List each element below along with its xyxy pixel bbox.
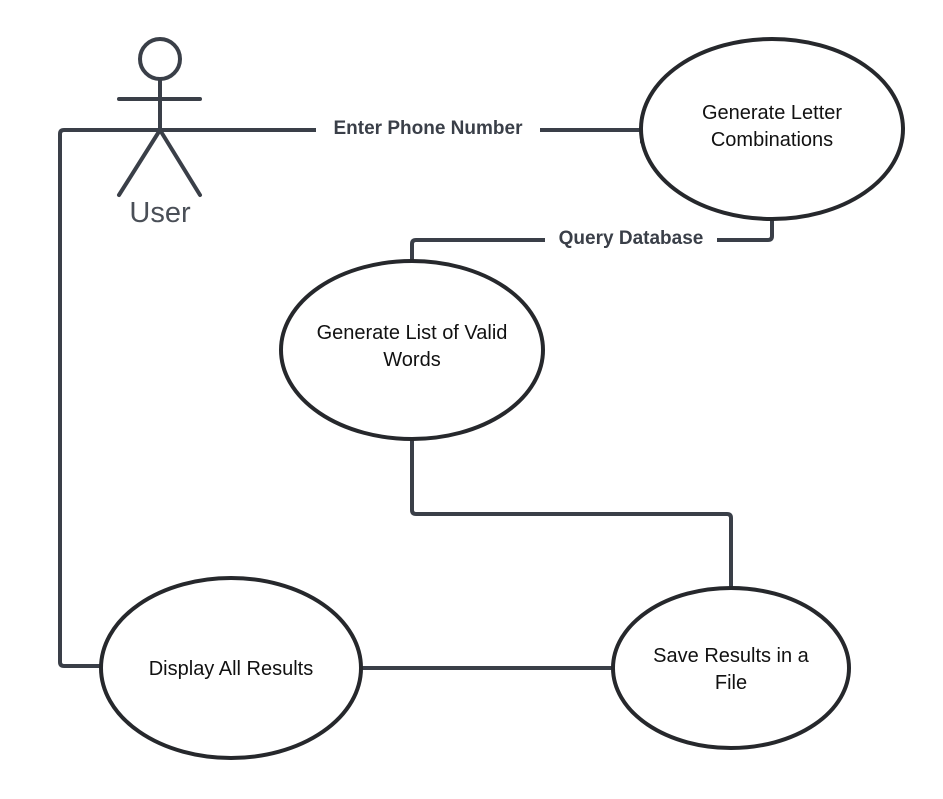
edge-labels: Enter Phone Number Query Database (316, 114, 717, 254)
use-case-label: Combinations (711, 129, 833, 151)
use-case-ellipse (611, 586, 851, 750)
label-bg (316, 114, 540, 142)
edge-user-to-display (58, 128, 162, 668)
use-case-save-results[interactable]: Save Results in a File (611, 586, 851, 750)
use-case-generate-letter-combinations[interactable]: Generate Letter Combinations (639, 37, 905, 221)
actor-right-leg (158, 128, 202, 197)
actor-label: User (129, 197, 191, 229)
use-case-generate-valid-words[interactable]: Generate List of Valid Words (279, 259, 545, 441)
actor-left-leg (117, 128, 162, 197)
use-case-ellipse (99, 576, 363, 760)
use-case-label: File (715, 672, 747, 694)
actor-head (138, 37, 182, 81)
edge-label-query-database: Query Database (559, 228, 704, 249)
edge-label-enter-phone-number: Enter Phone Number (334, 118, 524, 139)
use-case-display-all-results[interactable]: Display All Results (99, 576, 363, 760)
edge-valid-words-to-save-results (410, 438, 733, 590)
use-case-label: Save Results in a (653, 645, 810, 667)
actor-user: User (117, 37, 202, 229)
use-case-ellipse (279, 259, 545, 441)
use-case-ellipse (639, 37, 905, 221)
label-bg (545, 226, 717, 254)
use-case-label: Generate List of Valid (317, 322, 508, 344)
use-case-label: Generate Letter (702, 102, 842, 124)
use-case-label: Display All Results (149, 658, 314, 680)
use-case-label: Words (383, 349, 440, 371)
